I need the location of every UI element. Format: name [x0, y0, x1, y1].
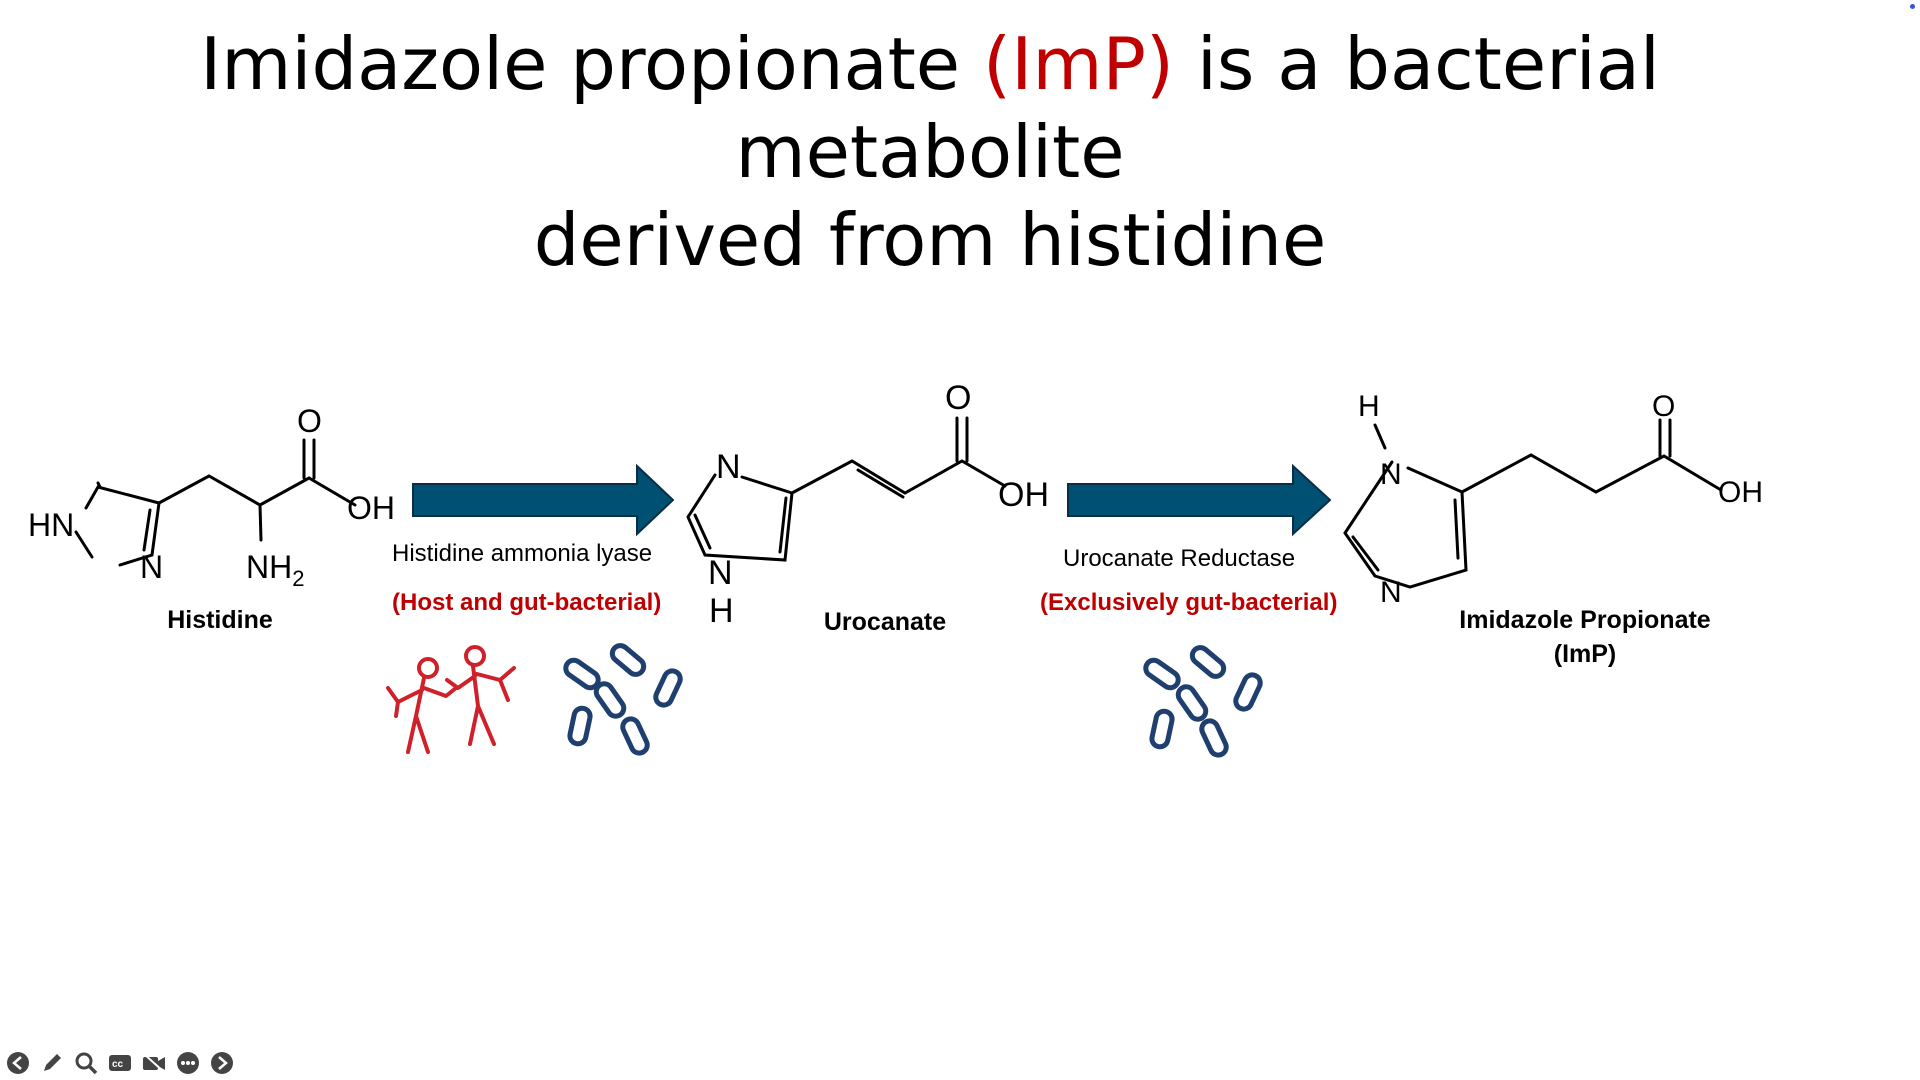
pen-icon[interactable] [38, 1049, 66, 1077]
camera-icon[interactable] [140, 1049, 168, 1077]
slideshow-toolbar: cc [0, 1046, 236, 1080]
histidine-atom-oh: OH [347, 490, 395, 526]
title-highlight: (ImP) [983, 22, 1174, 106]
bacteria-icon [1143, 645, 1263, 758]
imp-structure [1343, 418, 1723, 589]
histidine-atom-o: O [297, 403, 322, 439]
histidine-structure [74, 438, 357, 567]
histidine-atom-nh2: NH2 [246, 549, 304, 591]
enzyme-label-2: Urocanate Reductase [1063, 545, 1296, 572]
imp-atom-oh: OH [1718, 476, 1763, 509]
imp-atom-n-bottom: N [1380, 576, 1402, 609]
title-part2: is a bacterial metabolite [735, 22, 1660, 194]
histidine-label: Histidine [167, 606, 273, 634]
bacteria-icon [563, 643, 683, 756]
captions-icon[interactable]: cc [106, 1049, 134, 1077]
status-dot [1910, 4, 1915, 9]
svg-text:cc: cc [112, 1059, 124, 1070]
urocanate-atom-n-top: N [716, 448, 741, 486]
zoom-icon[interactable] [72, 1049, 100, 1077]
more-icon[interactable] [174, 1049, 202, 1077]
imp-label-line2: (ImP) [1553, 640, 1617, 668]
reaction-arrow-1 [412, 463, 675, 537]
imp-atom-o: O [1652, 390, 1675, 423]
urocanate-structure [686, 416, 1007, 562]
histidine-atom-hn: HN [28, 507, 74, 543]
urocanate-atom-n-bottom: N [708, 554, 733, 592]
reaction-arrow-2 [1067, 463, 1332, 537]
people-icon [386, 645, 516, 754]
enzyme-label-1: Histidine ammonia lyase [392, 540, 653, 567]
urocanate-atom-h: H [709, 592, 734, 630]
back-icon[interactable] [4, 1049, 32, 1077]
slide-title: Imidazole propionate (ImP) is a bacteria… [60, 20, 1800, 284]
title-part1: Imidazole propionate [200, 22, 983, 106]
urocanate-atom-oh: OH [998, 476, 1049, 514]
forward-icon[interactable] [208, 1049, 236, 1077]
urocanate-atom-o: O [945, 379, 971, 417]
urocanate-label: Urocanate [823, 608, 947, 636]
imp-atom-h: H [1358, 390, 1380, 423]
imp-label-line1: Imidazole Propionate [1459, 606, 1711, 634]
source-label-2: (Exclusively gut-bacterial) [1040, 589, 1338, 616]
imp-atom-n-top: N [1380, 458, 1402, 491]
source-label-1: (Host and gut-bacterial) [392, 589, 662, 616]
histidine-atom-n: N [140, 549, 163, 585]
title-line2: derived from histidine [533, 198, 1327, 282]
